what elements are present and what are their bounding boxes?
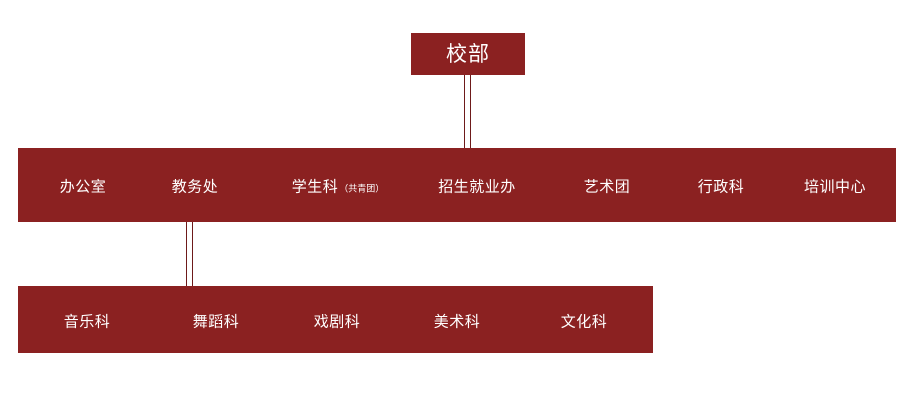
org-node-label: 教务处 xyxy=(171,178,219,196)
connector-level2-to-level3 xyxy=(186,222,193,286)
org-node-label: 舞蹈科 xyxy=(192,313,240,331)
org-level3-bar: 音乐科 舞蹈科 戏剧科 美术科 文化科 xyxy=(18,286,653,353)
org-node-level3-1[interactable]: 音乐科 xyxy=(64,315,111,330)
org-node-level2-1[interactable]: 办公室 xyxy=(60,180,107,195)
org-level3-items: 音乐科 舞蹈科 戏剧科 美术科 文化科 xyxy=(18,286,653,353)
org-node-level2-4[interactable]: 招生就业办 xyxy=(438,180,516,195)
org-node-label: 戏剧科 xyxy=(313,313,361,331)
org-node-label: 艺术团 xyxy=(583,178,631,196)
connector-root-to-level2 xyxy=(464,75,471,148)
org-node-label: 办公室 xyxy=(59,178,107,196)
org-node-level2-7[interactable]: 培训中心 xyxy=(804,180,866,195)
org-node-level3-5[interactable]: 文化科 xyxy=(561,315,608,330)
org-node-label: 音乐科 xyxy=(63,313,111,331)
org-node-label: 招生就业办 xyxy=(438,178,516,196)
org-node-level2-6[interactable]: 行政科 xyxy=(698,180,745,195)
org-node-label: 行政科 xyxy=(697,178,745,196)
org-node-label: 培训中心 xyxy=(803,178,867,196)
org-node-level3-2[interactable]: 舞蹈科 xyxy=(193,315,240,330)
org-node-level2-2[interactable]: 教务处 xyxy=(172,180,219,195)
org-node-level2-5[interactable]: 艺术团 xyxy=(584,180,631,195)
org-node-label: 学生科 xyxy=(291,178,339,196)
org-node-label: 文化科 xyxy=(560,313,608,331)
org-node-sublabel: （共青团） xyxy=(339,183,385,194)
org-node-level3-4[interactable]: 美术科 xyxy=(434,315,481,330)
org-node-root-label: 校部 xyxy=(446,42,490,66)
org-node-level3-3[interactable]: 戏剧科 xyxy=(314,315,361,330)
org-node-level2-3[interactable]: 学生科（共青团） xyxy=(292,180,385,195)
org-node-label: 美术科 xyxy=(433,313,481,331)
org-node-root[interactable]: 校部 xyxy=(411,33,525,75)
org-level2-items: 办公室 教务处 学生科（共青团） 招生就业办 艺术团 行政科 培训中心 xyxy=(18,148,896,222)
org-level2-bar: 办公室 教务处 学生科（共青团） 招生就业办 艺术团 行政科 培训中心 xyxy=(18,148,896,222)
